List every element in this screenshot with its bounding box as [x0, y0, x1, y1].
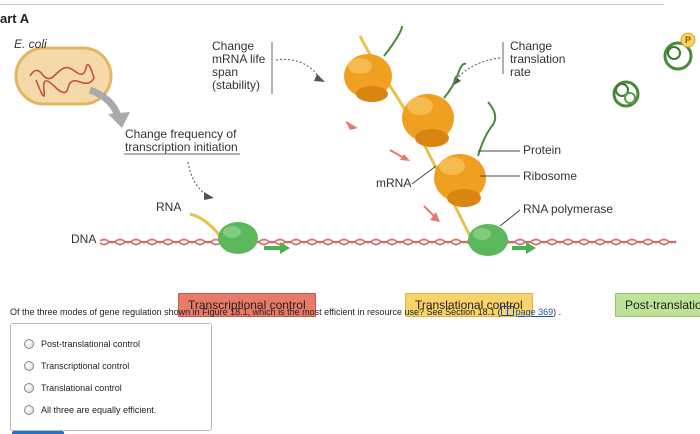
mrna-label: mRNA [376, 176, 412, 190]
transcriptional-control-badge: Transcriptional control [178, 293, 316, 317]
option-label: Post-translational control [41, 339, 141, 349]
top-divider [0, 4, 664, 5]
book-icon [500, 306, 514, 316]
folded-protein-icon [612, 80, 640, 108]
rna-polymerase-label: RNA polymerase [523, 202, 614, 216]
option-label: Translational control [41, 383, 122, 393]
page-link[interactable]: page 369 [500, 306, 554, 317]
rna-strand [189, 212, 222, 237]
dna-strand [99, 238, 677, 244]
translational-control-badge: Translational control [405, 293, 533, 317]
radio-button[interactable] [24, 339, 34, 349]
question-body: Of the three modes of gene regulation sh… [10, 307, 501, 317]
radio-button[interactable] [24, 383, 34, 393]
stability-label: Change mRNA life span (stability) [212, 39, 266, 92]
transcription-initiation-label: Change frequency of transcription initia… [125, 127, 238, 154]
ecoli-label: E. coli [14, 37, 47, 51]
option-translational[interactable]: Translational control [24, 383, 122, 393]
radio-button[interactable] [24, 361, 34, 371]
part-title: art A [0, 11, 30, 26]
option-transcriptional[interactable]: Transcriptional control [24, 361, 129, 371]
submit-button[interactable] [12, 431, 64, 434]
rna-polymerase-2-icon [468, 224, 508, 256]
phosphorylated-protein-icon [663, 32, 696, 71]
ribosome-2-icon [402, 94, 454, 147]
option-label: All three are equally efficient. [41, 405, 157, 415]
rna-label: RNA [156, 200, 182, 214]
translation-rate-label: Change translation rate [510, 39, 566, 79]
protein-label: Protein [523, 143, 562, 157]
radio-button[interactable] [24, 405, 34, 415]
option-all-equal[interactable]: All three are equally efficient. [24, 405, 156, 415]
post-translational-control-badge: Post-translation [615, 293, 700, 317]
rna-polymerase-1-icon [218, 222, 258, 254]
ribosome-1-icon [344, 54, 392, 102]
question-suffix: ) . [553, 307, 562, 317]
page-link-label: page 369 [515, 307, 554, 317]
ribosome-label: Ribosome [523, 169, 578, 183]
phosphate-label: P [685, 35, 692, 45]
figure-18-1: E. coli Change mRNA life span (stability… [0, 26, 700, 317]
ecoli-arrow [88, 86, 122, 118]
option-post-translational[interactable]: Post-translational control [24, 339, 140, 349]
gene-regulation-diagram [14, 26, 696, 256]
ecoli-cell-icon [14, 46, 113, 106]
dna-label: DNA [71, 232, 97, 246]
question-text: Of the three modes of gene regulation sh… [10, 306, 561, 317]
option-label: Transcriptional control [41, 361, 130, 371]
ribosome-3-icon [434, 154, 486, 207]
answer-options: Post-translational control Transcription… [10, 323, 212, 431]
